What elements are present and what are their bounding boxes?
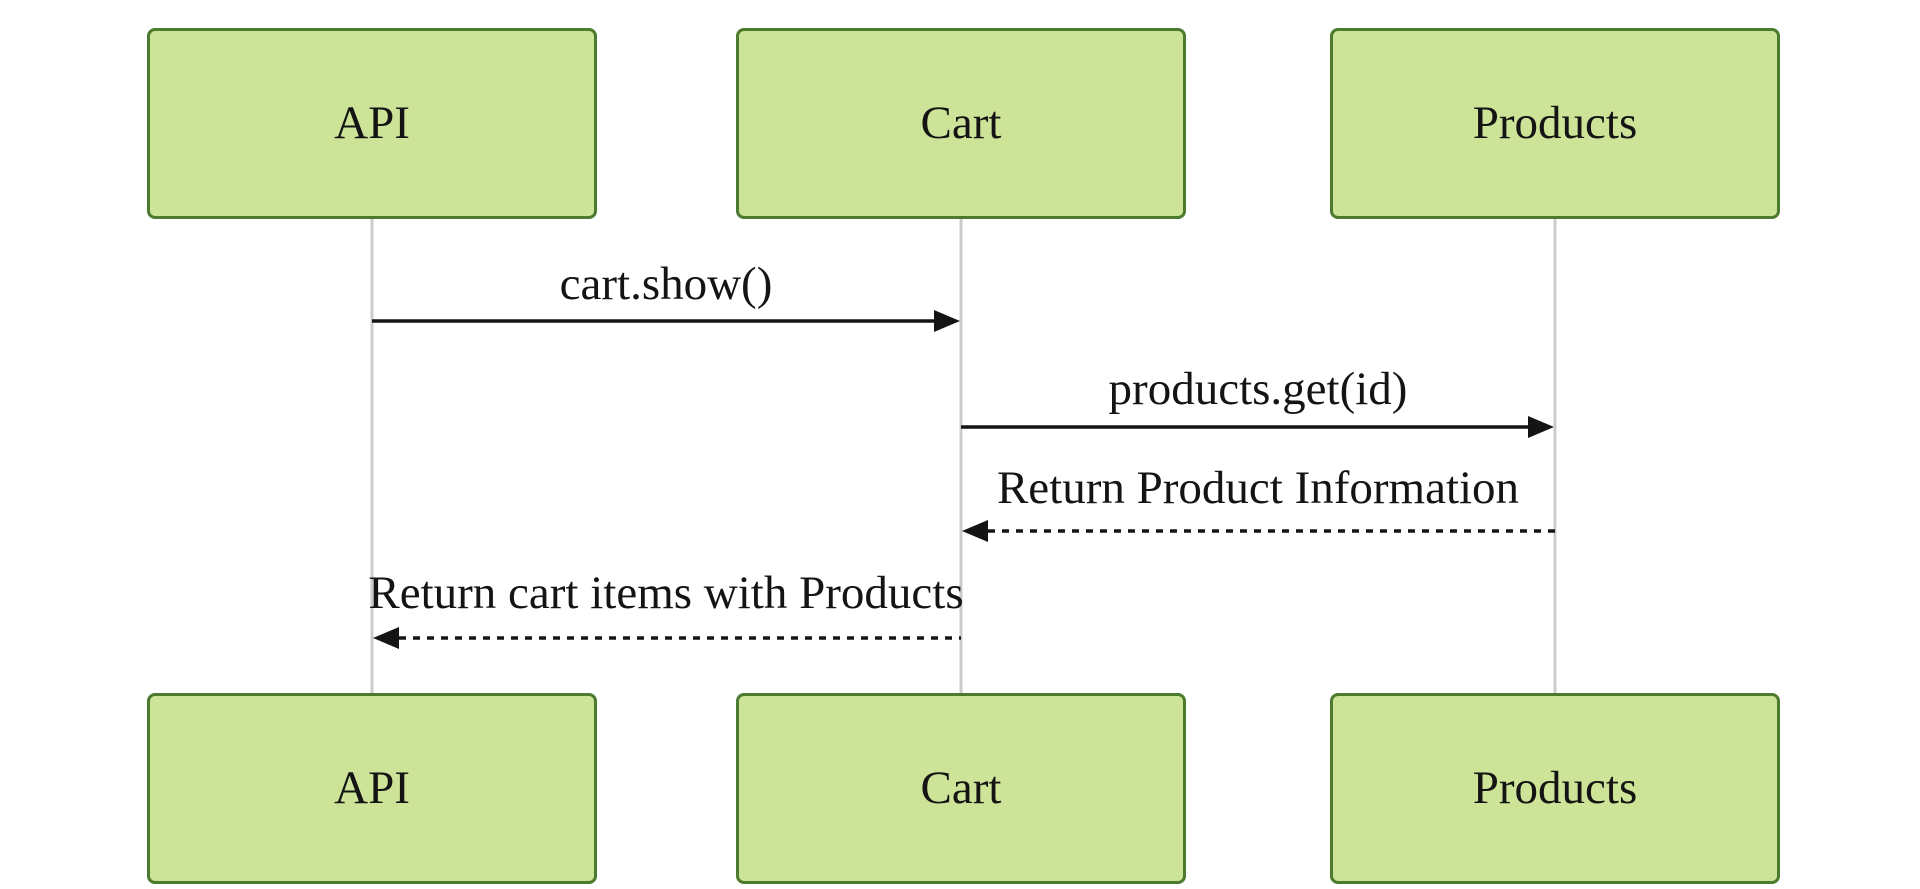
actor-label-api: API: [334, 762, 410, 814]
actor-box-products-bottom: Products: [1330, 693, 1780, 884]
actor-label-api: API: [334, 97, 410, 149]
arrowhead-right-icon: [934, 310, 960, 332]
actor-box-api-bottom: API: [147, 693, 597, 884]
actor-box-cart-top: Cart: [736, 28, 1186, 219]
actor-label-products: Products: [1472, 762, 1638, 814]
message-label-return-product-info: Return Product Information: [996, 462, 1520, 514]
message-label-cart-show: cart.show(): [559, 258, 773, 310]
message-label-products-get: products.get(id): [1108, 363, 1408, 415]
actor-box-products-top: Products: [1330, 28, 1780, 219]
actor-box-cart-bottom: Cart: [736, 693, 1186, 884]
lifelines: [370, 219, 1557, 693]
message-arrows: [372, 310, 1555, 649]
actor-label-cart: Cart: [920, 97, 1002, 149]
message-label-return-cart-items: Return cart items with Products: [368, 567, 964, 619]
actor-label-products: Products: [1472, 97, 1638, 149]
arrowhead-right-icon: [1528, 416, 1554, 438]
actor-label-cart: Cart: [920, 762, 1002, 814]
actor-box-api-top: API: [147, 28, 597, 219]
arrowhead-left-icon: [373, 627, 399, 649]
arrowhead-left-icon: [962, 520, 988, 542]
